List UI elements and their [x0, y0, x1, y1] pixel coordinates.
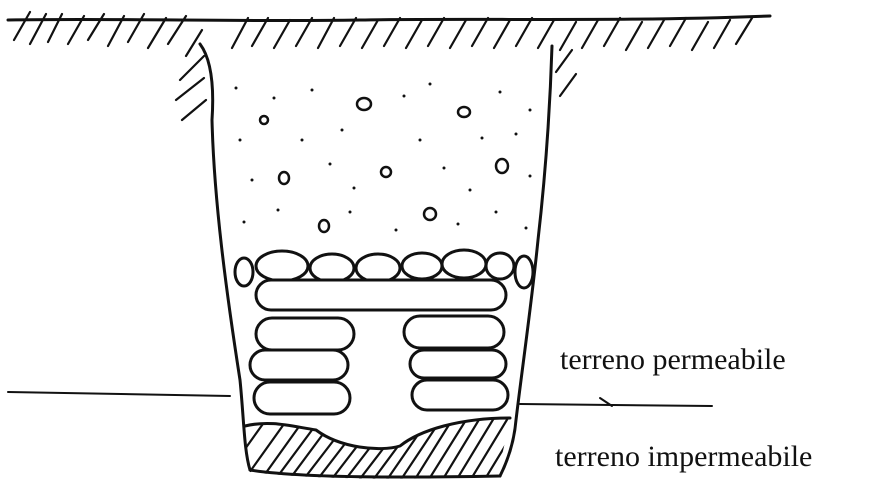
- stone: [410, 350, 506, 378]
- pebble: [381, 167, 391, 177]
- stone-stack-right: [404, 316, 508, 410]
- stone: [250, 350, 348, 380]
- stone-stack-left: [250, 318, 354, 414]
- soil-boundary-lines: [8, 392, 712, 406]
- sand-dots: [235, 83, 532, 232]
- stone: [515, 256, 533, 288]
- cover-slab: [256, 280, 506, 310]
- stone: [356, 254, 400, 282]
- stone: [404, 316, 504, 348]
- gravel-fill: [235, 83, 532, 233]
- surface-hatching: [14, 12, 752, 120]
- label-impermeable-soil: terreno impermeabile: [555, 440, 812, 474]
- stone: [486, 253, 514, 279]
- pebble: [496, 159, 508, 173]
- stone: [310, 254, 354, 282]
- stone: [412, 380, 508, 410]
- pebble: [424, 208, 436, 220]
- pebble: [319, 220, 329, 232]
- pebble: [260, 116, 268, 124]
- label-permeable-soil: terreno permeabile: [560, 343, 786, 377]
- pebble: [279, 172, 289, 184]
- stone: [402, 253, 442, 279]
- ground-surface: [8, 12, 770, 120]
- stone: [256, 318, 354, 350]
- stone: [256, 251, 308, 281]
- stone: [254, 382, 350, 414]
- pebble: [357, 98, 371, 110]
- pebble: [458, 107, 470, 117]
- stone: [442, 250, 486, 278]
- stone: [235, 258, 253, 286]
